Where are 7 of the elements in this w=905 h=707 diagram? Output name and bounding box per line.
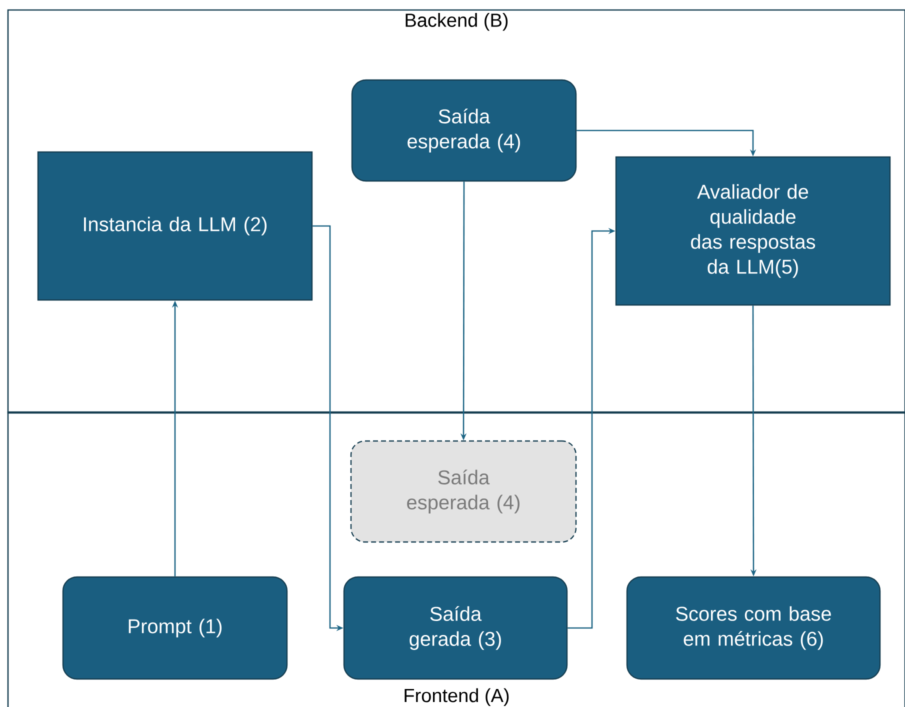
process-box: Avaliador de qualidade das respostas da LLM(5) (615, 156, 891, 306)
process-box: Instancia da LLM (2) (37, 151, 313, 301)
rounded-box: Saída gerada (3) (343, 576, 568, 680)
rounded-box: Scores com base em métricas (6) (626, 576, 881, 680)
dashed-box: Saída esperada (4) (350, 440, 577, 543)
rounded-box: Prompt (1) (62, 576, 288, 680)
rounded-box: Saída esperada (4) (351, 79, 577, 182)
